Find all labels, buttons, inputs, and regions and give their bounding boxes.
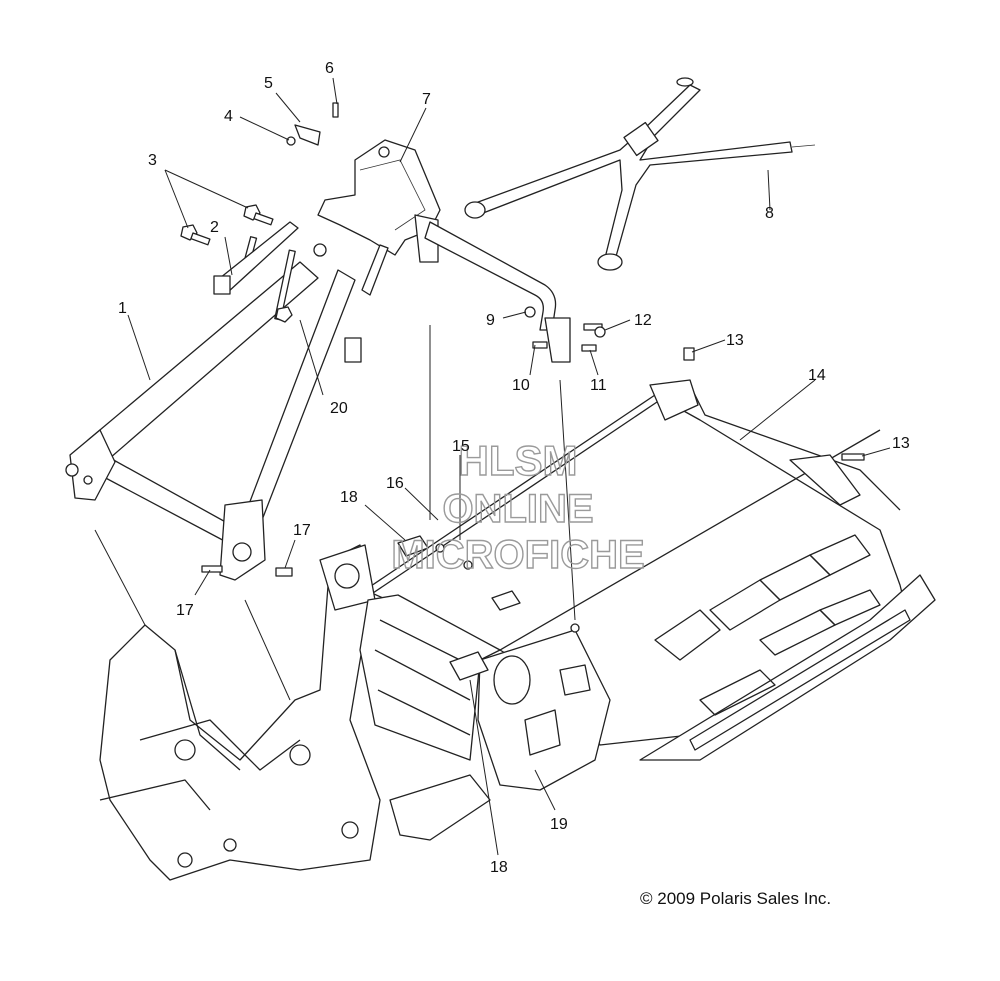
callout-3: 3 — [148, 152, 157, 169]
tunnel-part-14 — [364, 379, 936, 761]
callout-15: 15 — [452, 438, 470, 455]
upper-frame-bar — [424, 221, 571, 363]
callout-6: 6 — [325, 60, 334, 77]
callout-17-left: 17 — [176, 602, 194, 619]
callout-4: 4 — [224, 108, 233, 125]
callout-14: 14 — [808, 367, 826, 384]
callout-5: 5 — [264, 75, 273, 92]
callout-7: 7 — [422, 91, 431, 108]
callout-13-lower: 13 — [892, 435, 910, 452]
center-box — [359, 594, 501, 841]
callout-10: 10 — [512, 377, 530, 394]
fasteners — [180, 102, 865, 577]
steering-mount-part-7 — [317, 139, 441, 263]
leader-lines — [94, 77, 891, 856]
callout-12: 12 — [634, 312, 652, 329]
frame-tube-part-20 — [219, 236, 356, 581]
callout-16: 16 — [386, 475, 404, 492]
watermark-line-2: ONLINE — [442, 487, 593, 531]
callout-13-upper: 13 — [726, 332, 744, 349]
callouts: 1 2 3 4 5 6 7 8 9 10 11 12 13 13 14 15 1… — [118, 60, 910, 876]
watermark: HLSM ONLINE MICROFICHE — [391, 436, 646, 577]
callout-2: 2 — [210, 219, 219, 236]
decals — [397, 535, 580, 681]
callout-18-upper: 18 — [340, 489, 358, 506]
bulkhead-part-19 — [477, 629, 611, 791]
watermark-line-3: MICROFICHE — [391, 533, 644, 577]
watermark-line-1: HLSM — [459, 437, 578, 484]
callout-11: 11 — [590, 377, 607, 394]
callout-17-right: 17 — [293, 522, 311, 539]
steering-support-part-8 — [464, 77, 816, 271]
callout-1: 1 — [118, 300, 127, 317]
front-frame — [99, 544, 381, 881]
callout-19: 19 — [550, 816, 568, 833]
callout-9: 9 — [486, 312, 495, 329]
callout-18-lower: 18 — [490, 859, 508, 876]
link-part-2 — [213, 221, 299, 295]
copyright-text: © 2009 Polaris Sales Inc. — [640, 889, 831, 908]
frame-tube-part-1 — [65, 261, 319, 546]
callout-8: 8 — [765, 205, 774, 222]
link-rod — [344, 244, 389, 363]
callout-20: 20 — [330, 400, 348, 417]
